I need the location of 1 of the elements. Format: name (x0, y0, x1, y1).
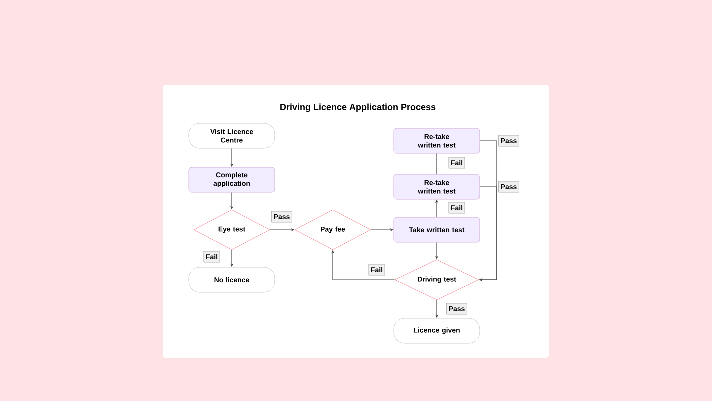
title: Driving Licence Application Process (280, 104, 436, 112)
